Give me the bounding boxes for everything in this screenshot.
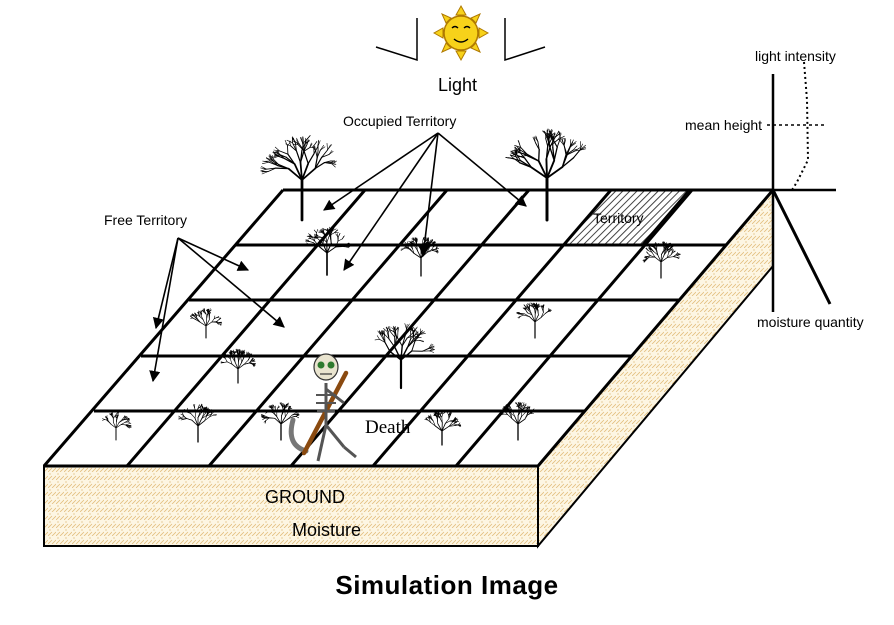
ground-label: GROUND — [265, 487, 345, 507]
tree-icon — [221, 349, 256, 383]
tree-icon — [190, 309, 221, 339]
moisture-label: Moisture — [292, 520, 361, 540]
tree-icon — [501, 402, 534, 440]
territory-label: Territory — [593, 210, 644, 226]
sun-icon — [376, 6, 545, 60]
tree-icon — [425, 411, 461, 445]
occupied-territory-label: Occupied Territory — [343, 113, 456, 129]
light-label: Light — [438, 75, 477, 95]
tree-icon — [643, 242, 681, 278]
gauge — [767, 62, 836, 312]
moisture-quantity-label: moisture quantity — [757, 314, 864, 330]
death-label: Death — [365, 417, 411, 438]
tree-icon — [401, 237, 439, 276]
free-territory-label: Free Territory — [104, 212, 187, 228]
tree-icon — [506, 129, 586, 220]
grim-reaper-icon — [291, 354, 356, 461]
tree-icon — [102, 412, 131, 440]
tree-icon — [517, 303, 552, 338]
light-intensity-label: light intensity — [755, 48, 836, 64]
tree-icon — [178, 404, 216, 442]
trees — [102, 129, 680, 445]
mean-height-label: mean height — [685, 117, 762, 133]
tree-icon — [261, 136, 337, 221]
diagram-title: Simulation Image — [0, 570, 894, 601]
